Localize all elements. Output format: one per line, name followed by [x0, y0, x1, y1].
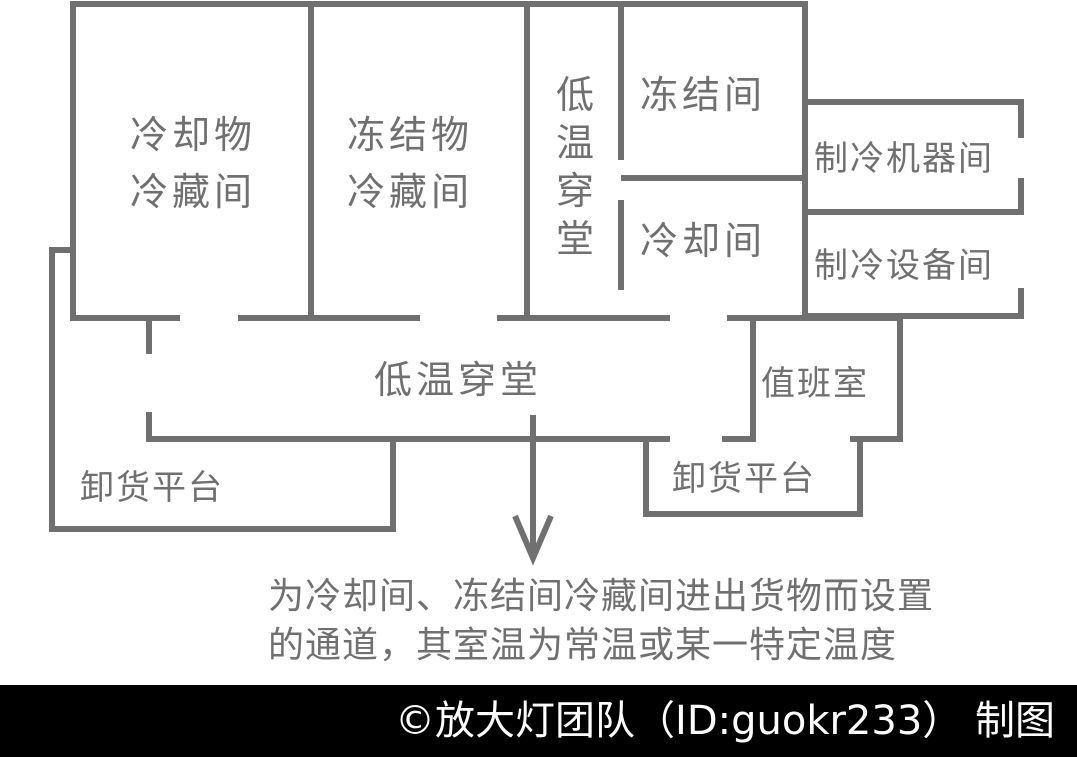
label-corridor-vertical-1: 低	[556, 73, 598, 117]
label-cooling-room: 冷却间	[640, 219, 766, 263]
label-corridor-vertical-3: 穿	[556, 169, 598, 213]
footer-credit: ©放大灯团队（ID:guokr233） 制图	[395, 698, 1055, 744]
wall-duty-room-right	[850, 318, 903, 442]
label-chilled-storage-line1: 冷却物	[130, 113, 256, 157]
annotation-line-2: 的通道，其室温为常温或某一特定温度	[268, 625, 897, 666]
label-frozen-storage-line1: 冻结物	[347, 113, 473, 157]
footer-bar: ©放大灯团队（ID:guokr233） 制图	[0, 685, 1077, 757]
label-refrigeration-machine-room: 制冷机器间	[814, 139, 994, 179]
label-corridor-main: 低温穿堂	[374, 358, 542, 402]
label-unloading-platform-right: 卸货平台	[672, 459, 816, 499]
label-frozen-storage-line2: 冷藏间	[347, 170, 473, 214]
label-corridor-vertical-2: 温	[556, 121, 598, 165]
room-labels: 冷却物 冷藏间 冻结物 冷藏间 低 温 穿 堂 冻结间 冷却间 制冷机器间 制冷…	[80, 73, 994, 508]
wall-duty-room	[722, 318, 756, 442]
annotation-arrow	[512, 415, 554, 566]
label-unloading-platform-left: 卸货平台	[80, 468, 224, 508]
annotation-text: 为冷却间、冻结间冷藏间进出货物而设置 的通道，其室温为常温或某一特定温度	[268, 576, 934, 666]
label-refrigeration-equipment-room: 制冷设备间	[814, 246, 994, 286]
annotation-line-1: 为冷却间、冻结间冷藏间进出货物而设置	[268, 576, 934, 617]
wall-platform-left	[49, 247, 396, 532]
walls	[49, 1, 1024, 532]
wall-platform-right	[643, 439, 863, 517]
label-duty-room: 值班室	[761, 364, 869, 404]
wall-machine-room	[805, 99, 1024, 138]
wall-outer-top	[70, 1, 808, 318]
cold-storage-floor-plan: 冷却物 冷藏间 冻结物 冷藏间 低 温 穿 堂 冻结间 冷却间 制冷机器间 制冷…	[49, 1, 1024, 666]
label-chilled-storage-line2: 冷藏间	[130, 170, 256, 214]
wall-corridor-main-bottom	[146, 412, 670, 442]
label-freezing-room: 冻结间	[640, 73, 766, 117]
arrow-head	[512, 514, 554, 566]
label-corridor-vertical-4: 堂	[556, 217, 598, 261]
